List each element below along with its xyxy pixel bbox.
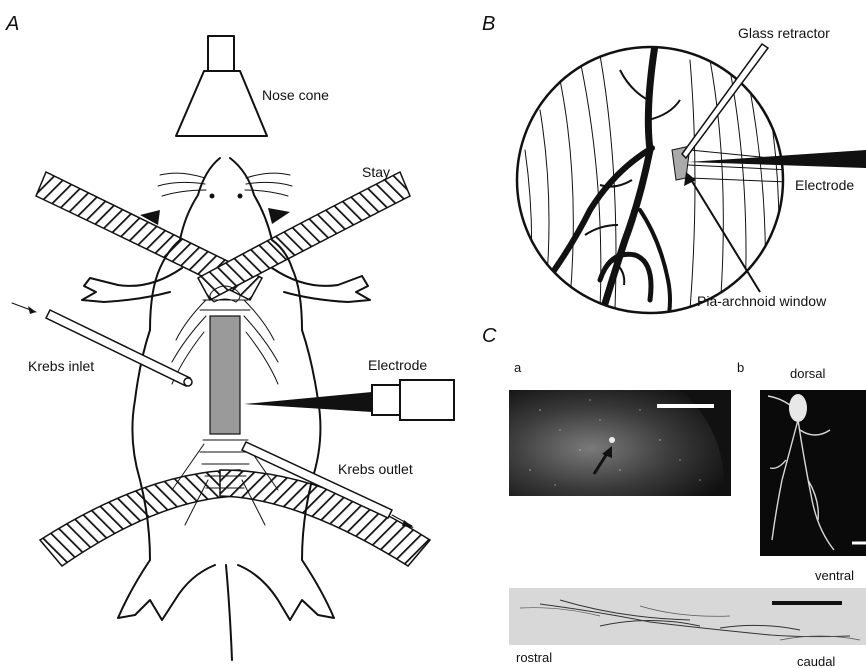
sub-a-label: a — [514, 360, 522, 375]
surgical-field — [510, 40, 800, 320]
panel-a: A Nose cone Stay — [5, 13, 454, 660]
upper-right-stay — [198, 172, 410, 300]
panel-c-letter: C — [482, 325, 497, 347]
pia-window-label: Pia-archnoid window — [697, 293, 827, 309]
ventral-label: ventral — [815, 568, 854, 583]
micrograph-a — [509, 390, 731, 496]
electrode-b-label: Electrode — [795, 177, 854, 193]
nose-cone — [176, 36, 267, 136]
micrograph-b — [760, 390, 866, 556]
panel-c: C a b dorsal ventral c — [482, 325, 866, 668]
krebs-outlet-label: Krebs outlet — [338, 461, 413, 477]
sub-b-label: b — [737, 360, 744, 375]
right-ear-arrowhead — [268, 208, 290, 224]
dorsal-label: dorsal — [790, 366, 826, 381]
panel-b-letter: B — [482, 13, 495, 35]
krebs-inlet-label: Krebs inlet — [28, 358, 94, 374]
stay-label: Stay — [362, 164, 390, 180]
panel-b: B Glass retractor Electrode Pia-archnoid… — [482, 13, 866, 320]
electrode-a — [244, 380, 454, 420]
electrode-a-label: Electrode — [368, 357, 427, 373]
exposed-spinal-cord — [210, 316, 240, 434]
panel-a-letter: A — [5, 13, 19, 35]
micrograph-c — [509, 588, 866, 645]
lower-left-stay — [40, 470, 240, 566]
nose-cone-label: Nose cone — [262, 87, 329, 103]
caudal-label: caudal — [797, 654, 835, 668]
glass-retractor-label: Glass retractor — [738, 25, 830, 41]
rostral-label: rostral — [516, 650, 552, 665]
